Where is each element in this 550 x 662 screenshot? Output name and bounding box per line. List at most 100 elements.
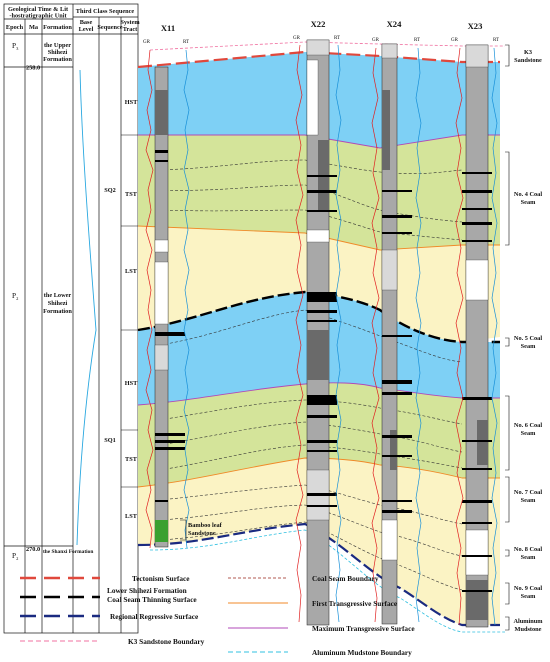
x22-coal-seams xyxy=(307,175,337,507)
x11-rt-curve xyxy=(183,49,190,549)
no4-label-1: No. 4 Coal xyxy=(514,191,542,198)
epoch-bottom: P2 xyxy=(12,551,18,561)
no9-label-1: No. 9 Coal xyxy=(514,585,542,592)
x11-gr-curve xyxy=(145,49,154,549)
well-x24: X24 GR RT xyxy=(371,19,422,625)
k3-label-2: Sandstone xyxy=(514,57,542,64)
strat-table xyxy=(3,3,139,634)
well-x11: X11 GR RT xyxy=(143,23,190,549)
legend-first-trans: First Transgressive Surface xyxy=(312,599,398,608)
tract-hst-lower: HST xyxy=(125,380,138,387)
strat-table-frame xyxy=(3,3,139,634)
x23-mudstone-2 xyxy=(466,580,488,620)
header-ma: Ma xyxy=(29,24,39,31)
header-third-class: Third Class Sequence xyxy=(76,8,135,15)
sequence-sq1: SQ1 xyxy=(104,437,116,444)
legend: Tectonism Surface Lower Shihezi Formatio… xyxy=(20,574,415,657)
tract-lst-lower: LST xyxy=(125,513,138,520)
alu-label-1: Aluminum xyxy=(513,618,543,625)
tract-hst-upper: HST xyxy=(125,99,138,106)
x24-rt-curve xyxy=(415,47,422,623)
x11-coal-seams xyxy=(155,150,185,502)
alu-boundary-line xyxy=(149,529,505,633)
no6-label-2: Seam xyxy=(521,430,536,437)
header-time-litho-2: -hostratigraphic Unit xyxy=(9,13,67,20)
tract-tst-upper: TST xyxy=(125,191,138,198)
formation-shanxi: the Shanxi Formation xyxy=(43,549,93,555)
x22-k3-sand xyxy=(306,39,330,56)
x24-coal-seams xyxy=(382,190,412,513)
formation-lower-3: Formation xyxy=(43,308,72,315)
no8-label-2: Seam xyxy=(521,554,536,561)
x23-k3-sand xyxy=(465,44,489,68)
x23-rt-curve xyxy=(491,47,498,626)
no5-label-2: Seam xyxy=(521,343,536,350)
band-lst-lower xyxy=(138,458,500,625)
legend-alu: Aluminum Mudstone Boundary xyxy=(312,648,412,657)
x24-silt-1 xyxy=(381,249,398,291)
legend-k3: K3 Sandstone Boundary xyxy=(128,637,205,646)
well-x23-gr: GR xyxy=(451,38,459,43)
no4-label-2: Seam xyxy=(521,199,536,206)
header-base-level-2: Level xyxy=(79,26,94,33)
right-annotations: K3 Sandstone No. 4 Coal Seam No. 5 Coal … xyxy=(513,49,543,633)
ma-bottom: 270.0 xyxy=(26,546,40,553)
header-system-2: Tract xyxy=(123,26,138,33)
x11-mudstone-upper xyxy=(155,90,168,135)
x23-sand-1 xyxy=(465,259,489,301)
legend-thinning-2: Coal Seam Thinning Surface xyxy=(107,595,197,604)
epoch-mid: P2 xyxy=(12,291,18,301)
header-sequence: Sequence xyxy=(97,24,122,31)
formation-lower-2: Shihezi xyxy=(48,300,68,307)
well-x22-rt: RT xyxy=(334,36,340,41)
header-system-1: System xyxy=(120,19,140,26)
x11-sand-2 xyxy=(154,261,169,325)
no8-label-1: No. 8 Coal xyxy=(514,546,542,553)
x24-k3-sand xyxy=(381,43,398,59)
x11-bamboo-sandstone xyxy=(155,520,168,542)
legend-max-trans: Maximum Transgressive Surface xyxy=(312,624,415,633)
legend-regressive: Regional Regressive Surface xyxy=(110,612,199,621)
no9-label-2: Seam xyxy=(521,593,536,600)
x11-silt-1 xyxy=(154,344,169,371)
x22-sand-1 xyxy=(306,59,319,136)
epoch-top: P3 xyxy=(12,41,19,51)
well-x11-name: X11 xyxy=(161,23,175,33)
x23-sand-2 xyxy=(465,529,489,576)
well-x22-gr: GR xyxy=(293,36,301,41)
ma-top: 258.0 xyxy=(26,65,40,72)
right-brackets xyxy=(505,44,510,631)
x11-sand-1 xyxy=(154,239,169,253)
x24-sand-1 xyxy=(381,519,398,561)
well-x22: X22 GR RT xyxy=(293,19,342,626)
tract-separators xyxy=(121,134,138,488)
well-x11-rt: RT xyxy=(183,40,189,45)
legend-coal-boundary: Coal Seam Boundary xyxy=(312,574,379,583)
no7-label-1: No. 7 Coal xyxy=(514,489,542,496)
regressive-surface-line xyxy=(137,522,500,627)
x24-gr-curve xyxy=(371,47,380,623)
bamboo-callout: Bamboo leaf Sandstone xyxy=(180,519,223,541)
x23-mudstone-1 xyxy=(477,420,488,465)
x24-mudstone-2 xyxy=(390,430,397,470)
well-x24-gr: GR xyxy=(372,38,380,43)
well-x23-name: X23 xyxy=(468,21,483,31)
bamboo-label-2: Sandstone xyxy=(188,530,216,537)
well-x11-gr: GR xyxy=(143,40,151,45)
x22-gr-curve xyxy=(295,44,304,623)
x24-mudstone-1 xyxy=(382,90,390,170)
no6-label-1: No. 6 Coal xyxy=(514,422,542,429)
no5-label-1: No. 5 Coal xyxy=(514,335,542,342)
alu-label-2: Mudstone xyxy=(515,626,542,633)
header-base-level-1: Base xyxy=(80,19,93,26)
well-x24-rt: RT xyxy=(414,38,420,43)
formation-upper-1: the Upper xyxy=(44,42,71,49)
x22-rt-curve xyxy=(335,44,342,623)
tract-tst-lower: TST xyxy=(125,456,138,463)
no7-label-2: Seam xyxy=(521,497,536,504)
well-x23-rt: RT xyxy=(493,38,499,43)
x22-sand-2 xyxy=(306,229,330,243)
x22-mudstone-2 xyxy=(307,330,329,380)
formation-upper-2: Shihezi xyxy=(48,49,68,56)
